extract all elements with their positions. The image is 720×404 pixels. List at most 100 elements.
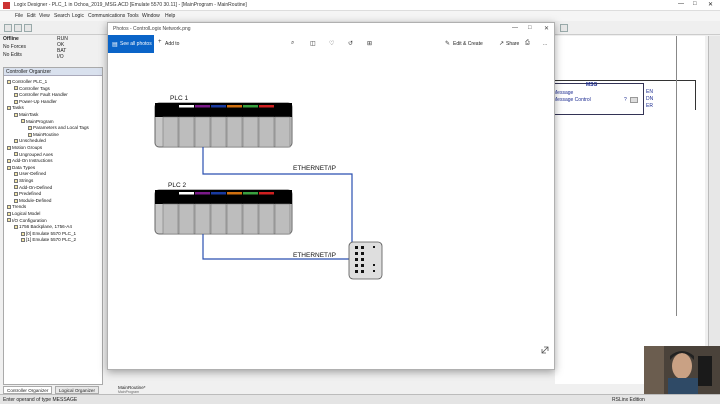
- new-icon[interactable]: [4, 24, 12, 32]
- folder-icon: [14, 99, 18, 104]
- tree-item[interactable]: Tasks: [7, 105, 24, 110]
- network-diagram: PLC 1 PLC 2 ETHERNET/IP ETHERNET/IP: [154, 95, 549, 354]
- tree-item[interactable]: MainTask: [14, 112, 38, 117]
- module-color-stripe: [243, 192, 258, 195]
- folder-icon: [14, 198, 18, 203]
- edit-icon[interactable]: ✎: [445, 41, 451, 47]
- mode-label: Offline: [3, 36, 19, 42]
- print-icon[interactable]: ⎙: [525, 40, 530, 46]
- tree-item-label: Predefined: [19, 191, 42, 197]
- folder-icon: [14, 152, 18, 157]
- tree-item[interactable]: Add-On Instructions: [7, 158, 53, 163]
- msg-row-control: Message Control: [553, 97, 591, 103]
- menu-search[interactable]: Search: [54, 13, 70, 19]
- menu-tools[interactable]: Tools: [127, 13, 139, 19]
- close-icon[interactable]: ✕: [708, 2, 714, 8]
- module-color-stripe: [275, 192, 290, 195]
- menu-view[interactable]: View: [39, 13, 50, 19]
- tree-item-label: Controller Fault Handler: [19, 92, 68, 98]
- tree-item[interactable]: Power-Up Handler: [14, 99, 57, 104]
- share-icon[interactable]: ↗: [499, 41, 505, 47]
- webcam-overlay: [644, 346, 720, 394]
- tree-item[interactable]: Add-On-Defined: [14, 185, 52, 190]
- tree-item[interactable]: Ungrouped Axes: [14, 152, 53, 157]
- tree-item[interactable]: Controller Tags: [14, 86, 50, 91]
- tab-controller-organizer[interactable]: Controller Organizer: [3, 386, 53, 394]
- tree-item[interactable]: Module-Defined: [14, 198, 51, 203]
- maximize-icon[interactable]: □: [693, 1, 697, 7]
- tree-item[interactable]: [0] Emulate 5570 PLC_1: [21, 231, 76, 236]
- app-title: Logix Designer - PLC_1 in Ochoa_2019_MSG…: [14, 2, 247, 8]
- fullscreen-icon[interactable]: [541, 346, 549, 354]
- menu-help[interactable]: Help: [165, 13, 176, 19]
- module-color-stripe: [259, 105, 274, 108]
- right-side-panel[interactable]: [708, 36, 720, 384]
- menu-file[interactable]: File: [15, 13, 24, 19]
- folder-icon: [28, 125, 32, 130]
- tree-item[interactable]: Predefined: [14, 191, 41, 196]
- more-button[interactable]: ...: [543, 41, 548, 47]
- minimize-icon[interactable]: —: [678, 1, 684, 7]
- tree-item-label: Power-Up Handler: [19, 98, 57, 104]
- toolbar-icon[interactable]: [560, 24, 568, 32]
- open-icon[interactable]: [14, 24, 22, 32]
- zoom-icon[interactable]: ⌕: [291, 40, 295, 46]
- menu-communications[interactable]: Communications: [88, 13, 126, 19]
- tree-item-label: 1756 Backplane, 1756-A4: [19, 224, 72, 230]
- folder-icon: [14, 185, 18, 190]
- status-message: Enter operand of type MESSAGE: [3, 397, 78, 403]
- plc2-label: PLC 2: [168, 182, 186, 189]
- favorite-icon[interactable]: ♡: [329, 41, 335, 47]
- folder-icon: [21, 119, 25, 124]
- tree-item[interactable]: MainProgram: [21, 119, 54, 124]
- crop-icon[interactable]: ⊞: [367, 41, 373, 47]
- rack-slot: [242, 203, 259, 235]
- tree-item[interactable]: Unscheduled: [14, 138, 46, 143]
- photos-minimize-icon[interactable]: —: [512, 25, 518, 31]
- tree-item[interactable]: Logical Model: [7, 211, 40, 216]
- add-icon[interactable]: +: [158, 39, 162, 45]
- folder-icon: [14, 92, 18, 97]
- forces-label: No Forces: [3, 44, 27, 50]
- tree-item[interactable]: Controller PLC_1: [7, 79, 47, 84]
- menu-window[interactable]: Window: [142, 13, 160, 19]
- tree-item-label: Add-On-Defined: [19, 184, 53, 190]
- add-to-button[interactable]: Add to: [165, 41, 180, 47]
- module-color-stripe: [211, 105, 226, 108]
- tree-item[interactable]: MainRoutine: [28, 132, 59, 137]
- tree-item[interactable]: 1756 Backplane, 1756-A4: [14, 224, 72, 229]
- msg-title: MSG: [586, 82, 598, 88]
- ok-indicator: OK: [57, 42, 65, 48]
- menu-edit[interactable]: Edit: [27, 13, 36, 19]
- tree-item-label: Logical Model: [12, 211, 41, 216]
- delete-icon[interactable]: ◫: [310, 41, 316, 47]
- tree-item[interactable]: Controller Fault Handler: [14, 92, 68, 97]
- share-button[interactable]: Share: [506, 41, 520, 47]
- tab-logical-organizer[interactable]: Logical Organizer: [55, 386, 100, 394]
- tree-item[interactable]: [1] Emulate 5570 PLC_2: [21, 237, 76, 242]
- photos-maximize-icon[interactable]: □: [528, 25, 532, 31]
- edit-create-button[interactable]: Edit & Create: [453, 41, 483, 47]
- msg-instruction-block[interactable]: MSG Message Message Control ?: [549, 82, 644, 115]
- tree-item[interactable]: Strings: [14, 178, 33, 183]
- rack-slot: [242, 116, 259, 148]
- folder-icon: [7, 158, 11, 163]
- menu-logic[interactable]: Logic: [72, 13, 84, 19]
- tree-item[interactable]: User-Defined: [14, 171, 46, 176]
- organizer-header: Controller Organizer: [4, 68, 102, 76]
- tree-item[interactable]: Parameters and Local Tags: [28, 125, 89, 130]
- tree-item[interactable]: Data Types: [7, 165, 35, 170]
- folder-icon: [7, 218, 11, 223]
- rotate-icon[interactable]: ↺: [348, 41, 354, 47]
- see-all-photos-button[interactable]: ▤ See all photos: [108, 35, 154, 53]
- routine-tab[interactable]: MainRoutine* MainProgram: [104, 385, 154, 394]
- photo-canvas: PLC 1 PLC 2 ETHERNET/IP ETHERNET/IP: [108, 53, 554, 369]
- tree-item[interactable]: Motion Groups: [7, 145, 42, 150]
- plc1-label: PLC 1: [170, 95, 188, 102]
- tree-item[interactable]: Trends: [7, 204, 26, 209]
- tree-item[interactable]: I/O Configuration: [7, 218, 47, 223]
- rung-line: [555, 80, 695, 81]
- msg-config-button[interactable]: [630, 97, 638, 103]
- photos-close-icon[interactable]: ✕: [544, 26, 550, 32]
- save-icon[interactable]: [24, 24, 32, 32]
